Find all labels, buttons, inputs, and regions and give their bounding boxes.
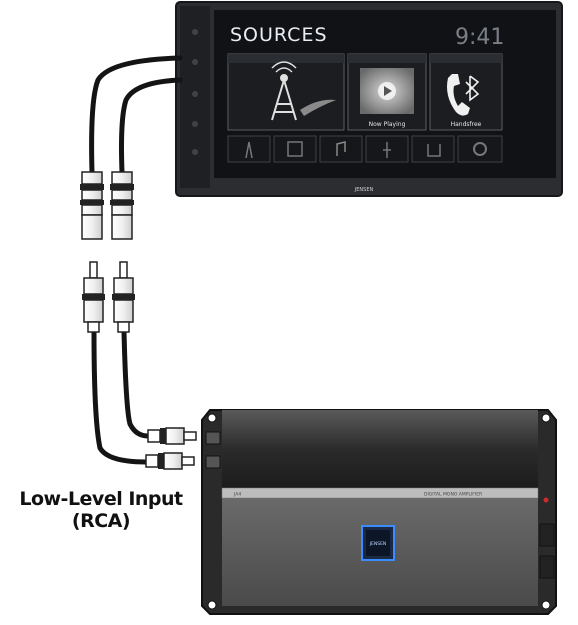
head-unit: SOURCES 9:41 Now Playing Handsfree	[175, 1, 563, 197]
input-caption: Low-Level Input (RCA)	[10, 488, 192, 532]
amp-power-terminal	[539, 523, 555, 547]
bezel-button-icon	[192, 149, 198, 155]
bluetooth-icon	[465, 75, 480, 102]
tile-label-handsfree: Handsfree	[451, 121, 482, 128]
mount-hole-icon	[541, 413, 551, 423]
bottom-tile	[273, 135, 317, 163]
amp-top-panel	[222, 410, 538, 490]
bottom-tile	[319, 135, 363, 163]
rca-cable-right-upper	[119, 77, 183, 175]
amp-input-terminal	[205, 431, 221, 445]
amp-label-strip	[221, 487, 539, 499]
bottom-tile	[457, 135, 503, 163]
amp-power-terminal	[539, 555, 555, 579]
mount-hole-icon	[207, 600, 217, 610]
rca-plug-male-right	[112, 261, 135, 333]
bezel-button-icon	[192, 91, 198, 97]
rca-connector-female-right	[110, 171, 134, 240]
bottom-tile	[227, 135, 271, 163]
amp-brand: JENSEN	[369, 541, 387, 547]
rca-cable-left-lower	[91, 329, 149, 465]
aux-small-icon	[427, 144, 441, 157]
rca-connector-female-left	[80, 171, 104, 240]
bottom-icon-row	[227, 135, 503, 163]
head-unit-brand: JENSEN	[354, 187, 374, 193]
rca-plug-male-left	[82, 261, 105, 333]
media-small-icon	[287, 141, 303, 157]
rca-cable-left-upper	[89, 55, 183, 175]
radio-swoosh-icon	[300, 99, 336, 116]
radio-tower-icon	[271, 61, 297, 121]
rca-plug-amp-upper	[147, 427, 197, 445]
tile-radio	[227, 53, 345, 131]
caption-line-1: Low-Level Input	[19, 488, 183, 510]
bezel-button-icon	[192, 121, 198, 127]
rca-plug-amp-lower	[145, 452, 195, 470]
amp-indicator-led	[543, 497, 549, 503]
amp-model: JA4	[233, 492, 241, 498]
settings-gear-icon	[473, 142, 487, 156]
bezel-button-icon	[192, 59, 198, 65]
tile-label-now-playing: Now Playing	[369, 121, 406, 128]
screen-clock: 9:41	[455, 25, 504, 50]
caption-line-2: (RCA)	[71, 510, 131, 532]
phone-icon	[447, 74, 470, 116]
tile-handsfree	[429, 53, 503, 131]
mount-hole-icon	[207, 413, 217, 423]
amplifier: JA4 DIGITAL MONO AMPLIFIER JENSEN	[201, 409, 557, 615]
bezel-button-icon	[192, 29, 198, 35]
amp-input-terminal	[205, 455, 221, 469]
rca-cable-right-lower	[121, 329, 151, 439]
screen-title: SOURCES	[230, 24, 328, 46]
bottom-tile	[411, 135, 455, 163]
rca-cables	[89, 55, 183, 465]
amp-description: DIGITAL MONO AMPLIFIER	[424, 492, 482, 498]
usb-small-icon	[383, 142, 391, 158]
music-note-icon	[336, 141, 346, 156]
mount-hole-icon	[541, 600, 551, 610]
radio-small-icon	[245, 141, 253, 159]
